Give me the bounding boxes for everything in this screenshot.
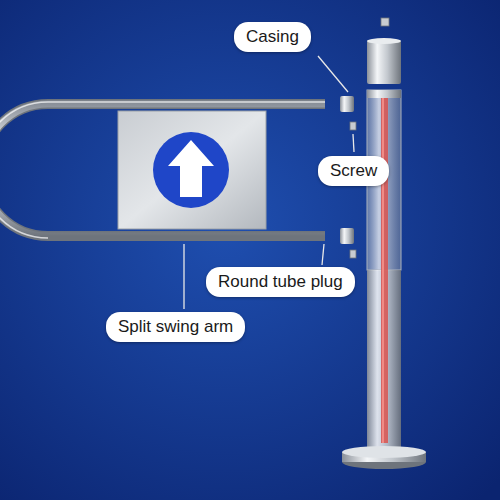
label-pill: Casing bbox=[234, 22, 311, 52]
label-pill: Split swing arm bbox=[106, 312, 245, 342]
label-pill: Round tube plug bbox=[206, 267, 355, 297]
part-label: Round tube plug bbox=[218, 272, 343, 291]
label-pill: Screw bbox=[318, 156, 389, 186]
part-label: Casing bbox=[246, 27, 299, 46]
part-label: Screw bbox=[330, 161, 377, 180]
part-label: Split swing arm bbox=[118, 317, 233, 336]
